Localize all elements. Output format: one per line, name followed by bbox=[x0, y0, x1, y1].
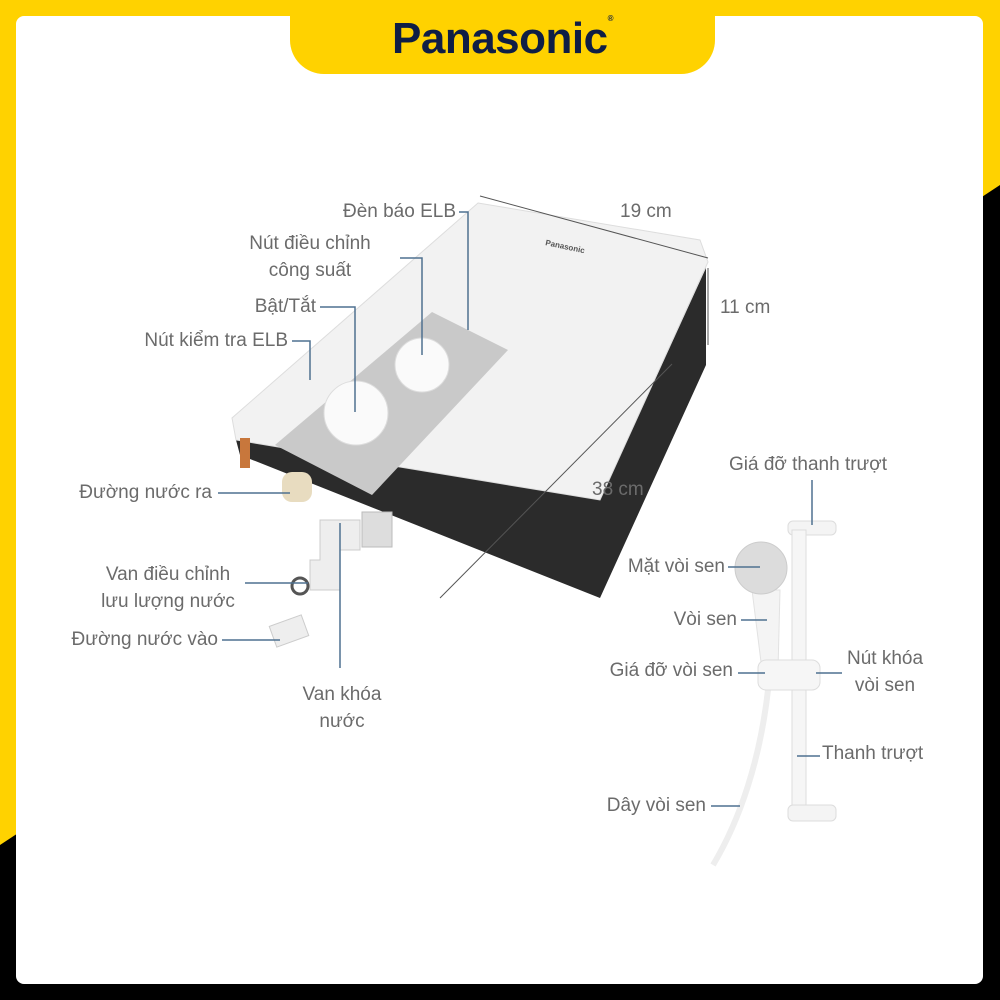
label-handset: Vòi sen bbox=[673, 609, 737, 630]
dimension-length: 38 cm bbox=[592, 479, 644, 500]
leader-lines bbox=[218, 211, 842, 807]
shower-head bbox=[734, 541, 788, 595]
water-out-fitting bbox=[282, 472, 312, 502]
label-elb-test: Nút kiểm tra ELB bbox=[144, 330, 288, 351]
shower-holder bbox=[757, 659, 821, 691]
label-rail-bracket: Giá đỡ thanh trượt bbox=[728, 454, 888, 475]
label-holder: Giá đỡ vòi sen bbox=[609, 660, 733, 681]
label-water-out: Đường nước ra bbox=[79, 482, 212, 503]
label-line: Nút khóa bbox=[846, 648, 924, 669]
on-off-knob bbox=[323, 380, 389, 446]
shutoff-valve bbox=[309, 519, 361, 591]
dimension-width: 19 cm bbox=[620, 201, 672, 222]
label-lock-button: Nút khóa vòi sen bbox=[835, 645, 935, 699]
dimension-arrows bbox=[439, 195, 709, 599]
label-hose: Dây vòi sen bbox=[606, 795, 706, 816]
dimension-height: 11 cm bbox=[720, 297, 771, 318]
label-shutoff-valve: Van khóa nước bbox=[282, 681, 402, 735]
label-line: Van điều chỉnh bbox=[105, 564, 231, 585]
label-line: vòi sen bbox=[854, 675, 916, 696]
flow-valve bbox=[290, 576, 310, 596]
label-line: công suất bbox=[268, 260, 352, 281]
label-power-knob: Nút điều chỉnh công suất bbox=[230, 230, 390, 284]
label-line: Nút điều chỉnh bbox=[249, 233, 371, 254]
control-panel bbox=[275, 312, 508, 495]
shower-set bbox=[710, 520, 837, 867]
label-rail: Thanh trượt bbox=[822, 743, 924, 764]
label-water-in: Đường nước vào bbox=[71, 629, 218, 650]
label-head-face: Mặt vòi sen bbox=[627, 556, 725, 577]
label-line: nước bbox=[319, 711, 365, 732]
label-line: Van khóa bbox=[302, 684, 382, 705]
water-in-fitting bbox=[268, 614, 310, 648]
label-line: lưu lượng nước bbox=[101, 591, 235, 612]
label-flow-valve: Van điều chỉnh lưu lượng nước bbox=[88, 561, 248, 615]
logo-tab bbox=[290, 0, 715, 74]
label-on-off: Bật/Tắt bbox=[254, 296, 316, 317]
label-elb-light: Đèn báo ELB bbox=[342, 201, 456, 222]
brand-logo: Panasonic® bbox=[392, 14, 614, 63]
water-heater: Panasonic bbox=[231, 202, 709, 648]
